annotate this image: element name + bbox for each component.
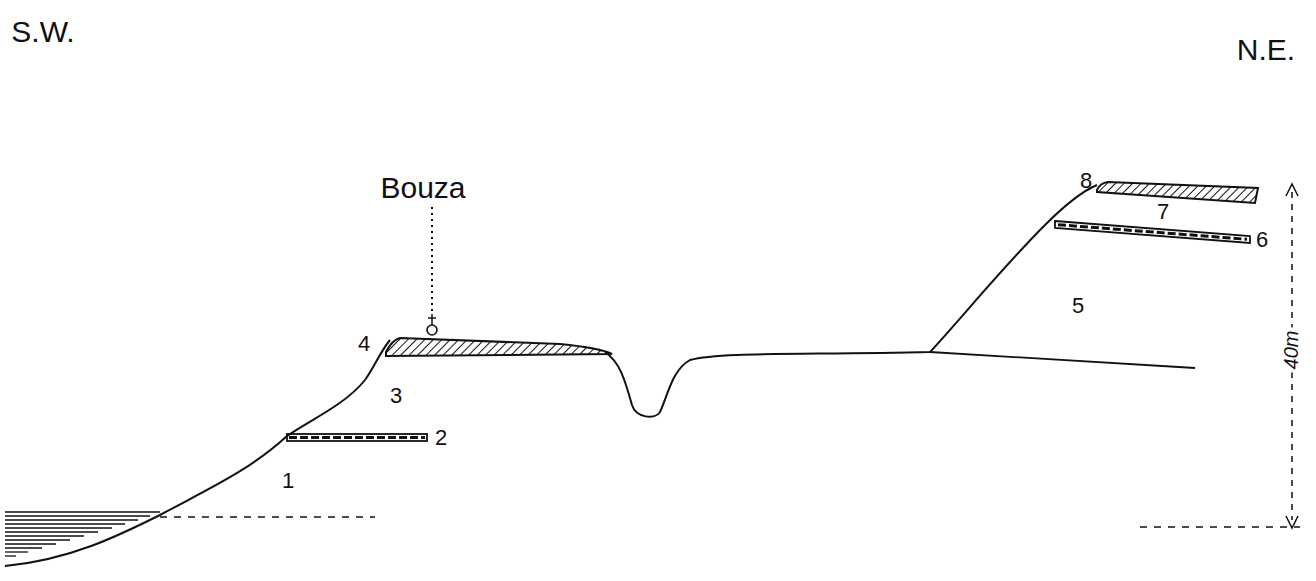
layer-6 [1055, 221, 1250, 243]
direction-label: N.E. [1237, 35, 1295, 65]
callout-number: 2 [435, 427, 447, 449]
layer-4 [386, 338, 612, 356]
callout-number: 1 [282, 470, 294, 492]
dimension-label: 40m [1279, 328, 1303, 373]
arrow-head [1286, 184, 1298, 196]
sea-level [160, 516, 375, 518]
cross-symbol [428, 317, 436, 319]
ground-profile [5, 185, 1097, 566]
layer-boundary [930, 352, 1195, 368]
callout-number: 8 [1080, 170, 1092, 192]
church-symbol [427, 325, 437, 335]
callout-number: 5 [1072, 295, 1084, 317]
callout-number: 4 [358, 333, 370, 355]
arrow-head [1286, 516, 1298, 528]
leader-line [431, 207, 433, 314]
callout-number: 7 [1157, 201, 1169, 223]
callout-number: 6 [1256, 229, 1268, 251]
callout-number: 3 [390, 385, 402, 407]
layer-2 [287, 434, 427, 441]
layer-8 [1097, 182, 1258, 203]
sea-level [1140, 526, 1300, 528]
direction-label: S.W. [11, 17, 74, 47]
place-name: Bouza [380, 173, 465, 203]
cross-symbol [431, 314, 433, 325]
